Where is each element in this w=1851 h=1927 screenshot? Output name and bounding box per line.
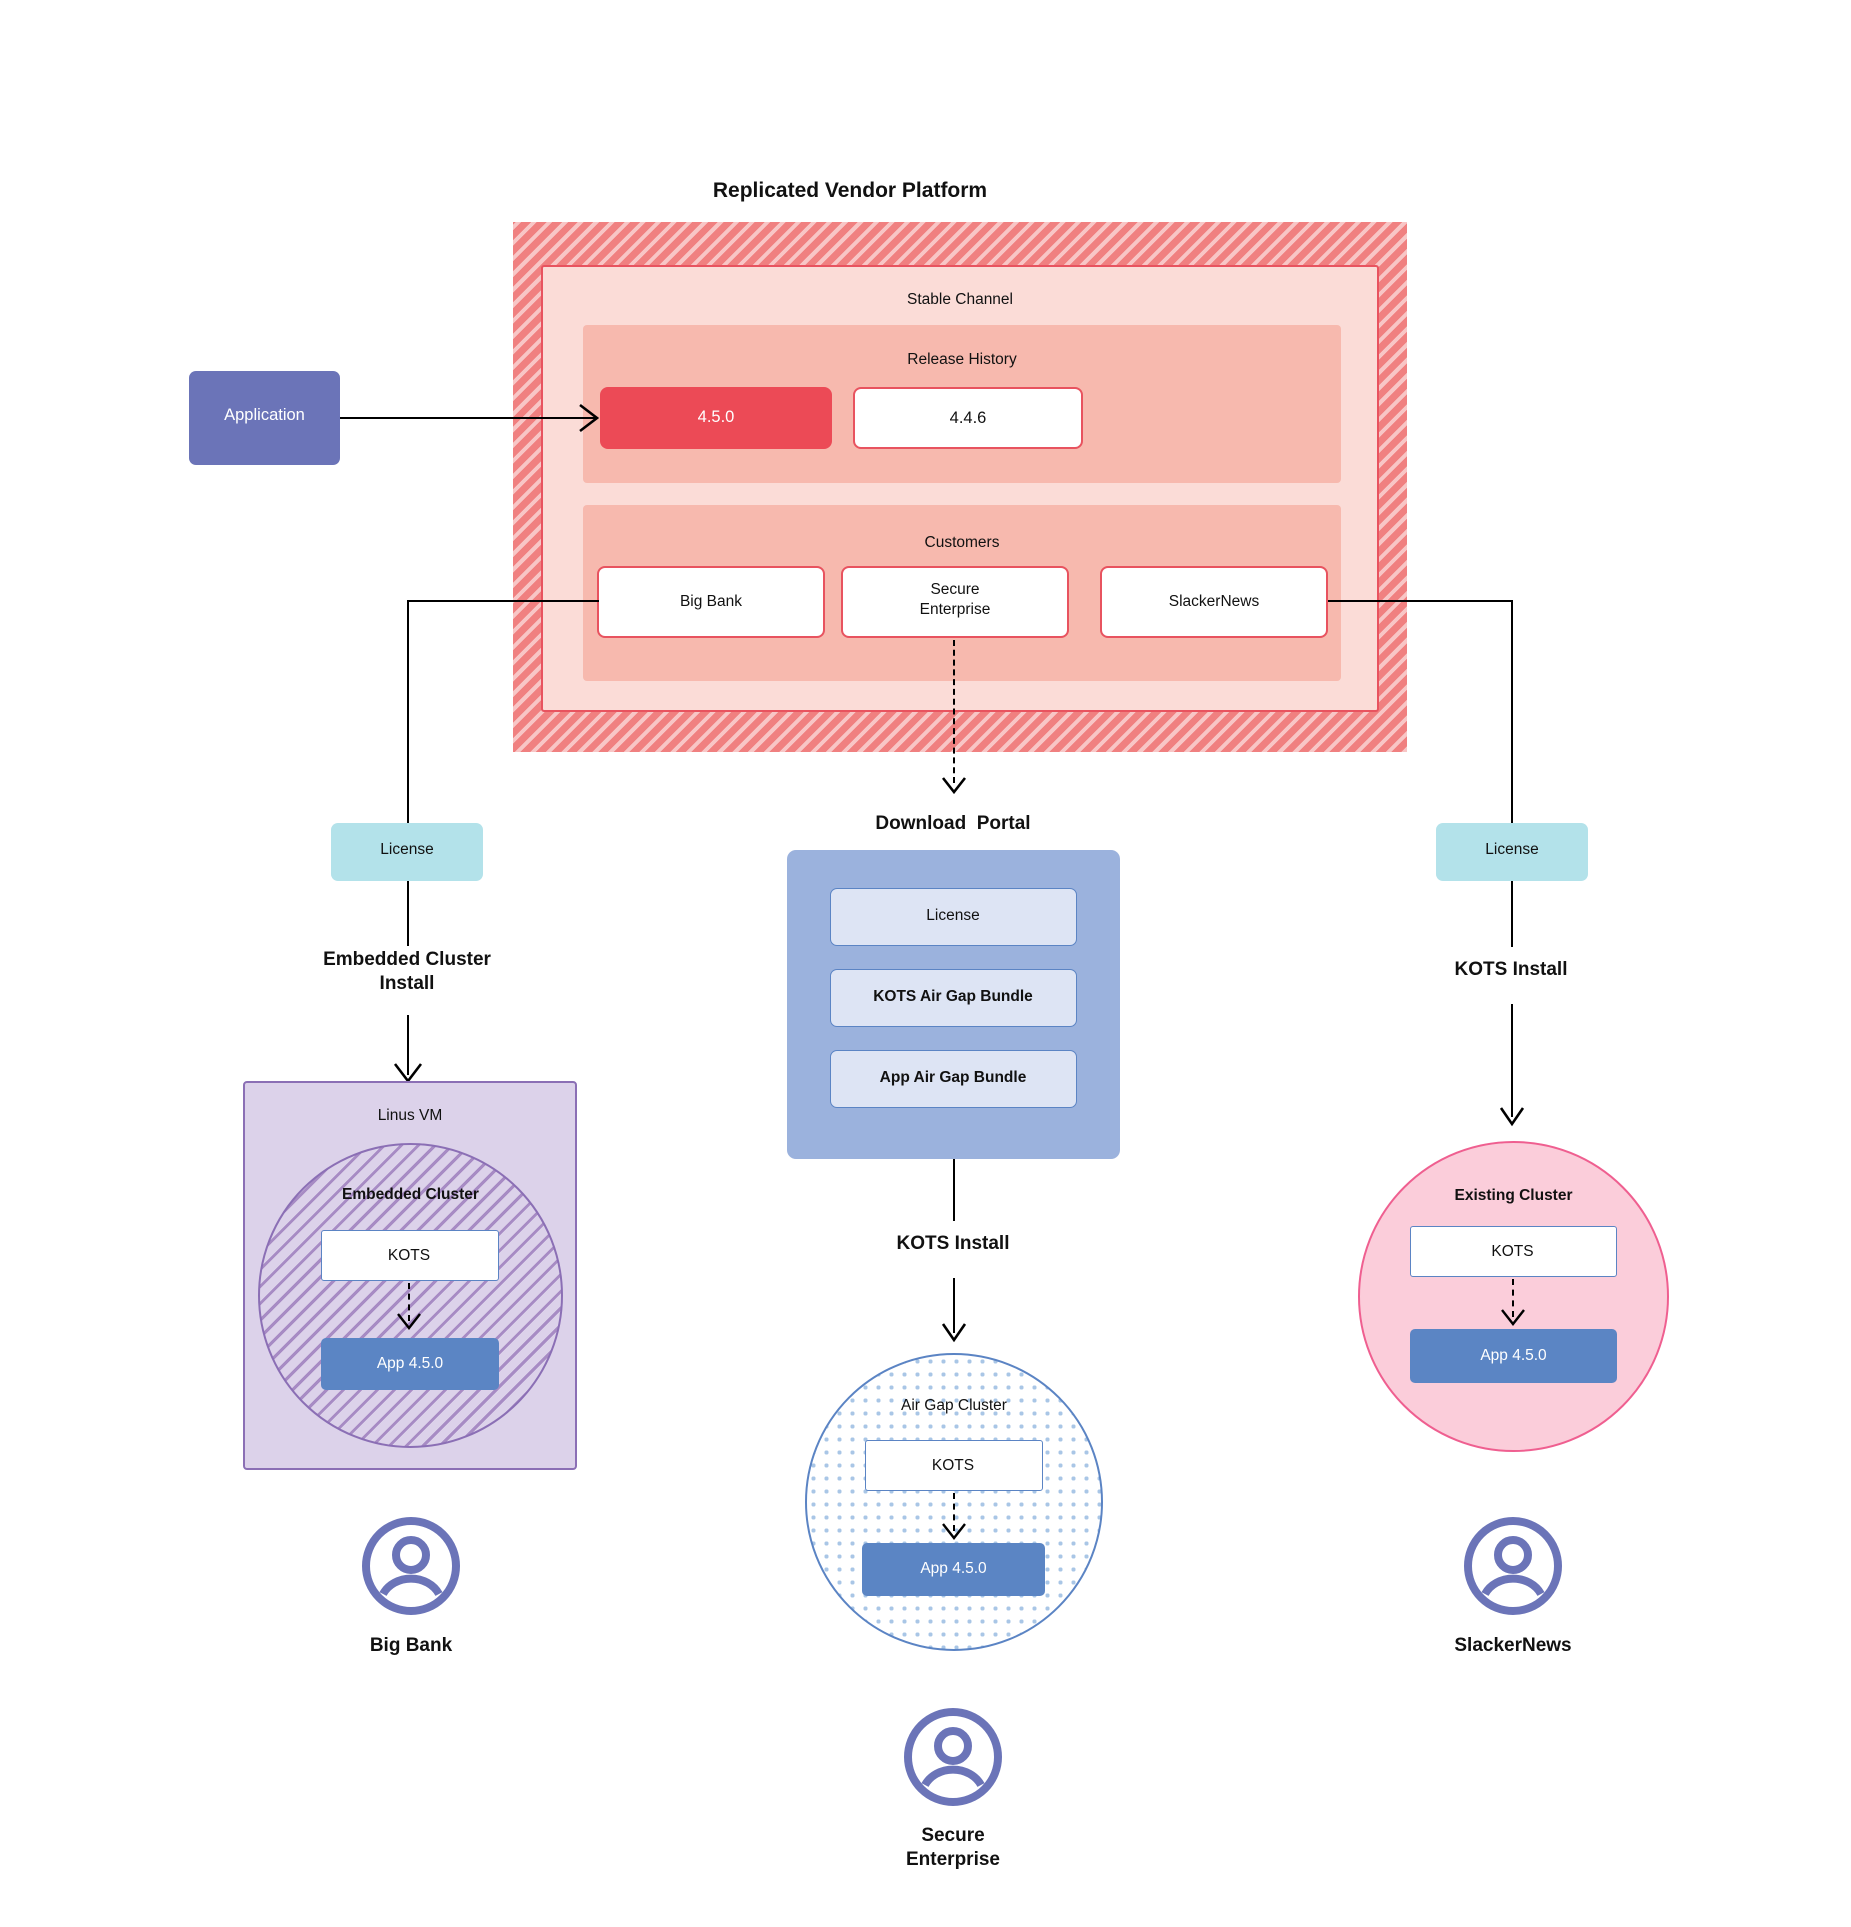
app-version-node-embedded[interactable]: App 4.5.0 (321, 1338, 499, 1390)
arrowhead-to-existing-cluster (1499, 1107, 1525, 1127)
customer-name-label: SlackerNews (1168, 593, 1260, 610)
right-install-label: KOTS Install (1454, 959, 1568, 980)
arrowhead-to-airgap-cluster (941, 1323, 967, 1343)
release-version-label: 4.5.0 (697, 408, 735, 426)
arrowhead-kots-to-app-existing (1501, 1309, 1525, 1326)
left-install-label: Embedded Cluster Install (323, 949, 491, 995)
connector-install-to-vm-left (407, 1015, 410, 1075)
connector-kots-to-app-embedded (408, 1283, 410, 1321)
embedded-cluster-circle (258, 1143, 563, 1448)
arrowhead-to-download-portal (941, 777, 967, 795)
page-title: Replicated Vendor Platform (712, 179, 988, 202)
kots-node-embedded[interactable]: KOTS (321, 1230, 499, 1281)
release-4-4-6[interactable]: 4.4.6 (853, 387, 1083, 449)
connector-kots-to-app-existing (1512, 1279, 1514, 1317)
customer-box-slackernews[interactable]: SlackerNews (1100, 566, 1328, 638)
customer-label-secure-enterprise: Secure Enterprise (906, 1825, 1000, 1871)
connector-install-to-existing-cluster (1511, 1004, 1514, 1117)
portal-item-app-air-gap-bundle[interactable]: App Air Gap Bundle (830, 1050, 1077, 1108)
license-node-left[interactable]: License (331, 823, 483, 881)
connector-portal-to-install (953, 1159, 956, 1221)
arrowhead-kots-to-app-airgap (942, 1523, 966, 1540)
app-version-label: App 4.5.0 (920, 1560, 987, 1577)
customer-name-label: Big Bank (679, 593, 743, 610)
kots-label: KOTS (1491, 1243, 1534, 1260)
middle-install-label: KOTS Install (896, 1233, 1010, 1254)
app-version-node-existing[interactable]: App 4.5.0 (1410, 1329, 1617, 1383)
connector-license-to-install-left (407, 881, 410, 946)
connector-kots-to-app-airgap (953, 1493, 955, 1531)
app-version-node-airgap[interactable]: App 4.5.0 (862, 1543, 1045, 1596)
portal-item-kots-air-gap-bundle[interactable]: KOTS Air Gap Bundle (830, 969, 1077, 1027)
portal-item-label: KOTS Air Gap Bundle (873, 988, 1033, 1005)
avatar-icon-big-bank (362, 1517, 460, 1615)
license-label: License (1485, 841, 1539, 858)
customer-label-big-bank: Big Bank (369, 1635, 453, 1656)
license-label: License (380, 841, 434, 858)
connector-bigbank-horizontal (407, 600, 599, 603)
avatar-icon-slackernews (1464, 1517, 1562, 1615)
customer-box-big-bank[interactable]: Big Bank (597, 566, 825, 638)
portal-item-license[interactable]: License (830, 888, 1077, 946)
customers-label: Customers (924, 534, 1000, 551)
application-node[interactable]: Application (189, 371, 340, 465)
connector-slackernews-vertical (1511, 600, 1514, 824)
linus-vm-label: Linus VM (377, 1107, 443, 1124)
connector-install-to-airgap-cluster (953, 1278, 956, 1333)
application-node-label: Application (224, 406, 305, 424)
connector-bigbank-vertical (407, 600, 410, 825)
license-node-right[interactable]: License (1436, 823, 1588, 881)
air-gap-cluster-label: Air Gap Cluster (901, 1397, 1007, 1414)
release-version-label: 4.4.6 (949, 409, 987, 427)
kots-node-existing[interactable]: KOTS (1410, 1226, 1617, 1277)
portal-item-label: App Air Gap Bundle (879, 1069, 1027, 1086)
portal-item-label: License (926, 907, 980, 924)
connector-secure-enterprise-to-portal (953, 640, 955, 783)
customer-label-slackernews: SlackerNews (1454, 1635, 1572, 1656)
release-history-label: Release History (907, 351, 1017, 368)
arrowhead-application-to-release (579, 403, 600, 433)
app-version-label: App 4.5.0 (376, 1355, 444, 1372)
kots-node-airgap[interactable]: KOTS (865, 1440, 1043, 1491)
app-version-label: App 4.5.0 (1480, 1347, 1547, 1364)
download-portal-title: Download Portal (875, 813, 1031, 834)
kots-label: KOTS (931, 1457, 975, 1474)
connector-slackernews-horizontal (1328, 600, 1513, 603)
release-4-5-0[interactable]: 4.5.0 (600, 387, 832, 449)
embedded-cluster-label: Embedded Cluster (342, 1186, 479, 1203)
connector-license-to-install-right (1511, 881, 1514, 947)
arrowhead-kots-to-app-embedded (397, 1313, 421, 1330)
existing-cluster-label: Existing Cluster (1454, 1187, 1573, 1204)
connector-application-to-release (340, 417, 595, 420)
stable-channel-label: Stable Channel (907, 291, 1013, 308)
customer-box-secure-enterprise[interactable]: Secure Enterprise (841, 566, 1069, 638)
kots-label: KOTS (387, 1247, 431, 1264)
customer-name-label: Secure Enterprise (919, 581, 991, 618)
avatar-icon-secure-enterprise (904, 1708, 1002, 1806)
